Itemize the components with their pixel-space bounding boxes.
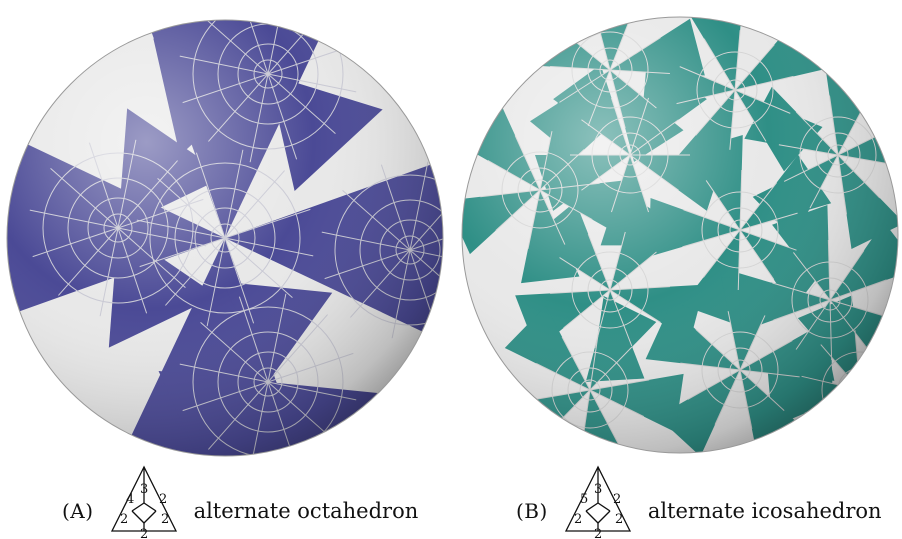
figure-tag-a: (A)	[62, 499, 94, 523]
orbifold-label: 3	[594, 482, 602, 497]
figure-label-b: alternate icosahedron	[647, 499, 882, 523]
grid-spoke	[859, 389, 898, 405]
grid-spoke	[828, 389, 861, 442]
orbifold-diagram-b: 5 3 2 2 2 2	[564, 465, 631, 539]
grid-spoke	[859, 389, 898, 436]
figure-scene	[6, 16, 899, 457]
figure-tag-b: (B)	[516, 499, 548, 523]
grid-spoke	[859, 366, 898, 391]
tile-sector	[860, 390, 898, 453]
caption-b: (B) 5 3 2 2 2 2 alternate icosahedron	[516, 465, 882, 539]
orbifold-label: 2	[120, 512, 128, 527]
orbifold-label: 2	[594, 527, 602, 539]
orbifold-diagram-a: 4 3 2 2 2 2	[110, 465, 177, 539]
tile-sector	[810, 390, 868, 453]
orbifold-label: 4	[126, 492, 134, 507]
caption-a: (A) 4 3 2 2 2 2 alternate octahedron	[62, 465, 419, 539]
orbifold-label: 2	[615, 512, 623, 527]
sphere-icosahedron	[461, 16, 899, 454]
orbifold-label: 3	[140, 482, 148, 497]
orbifold-label: 5	[580, 492, 588, 507]
grid-ring	[849, 379, 871, 401]
sphere-octahedron	[6, 19, 444, 457]
orbifold-label: 2	[159, 492, 167, 507]
orbifold-label: 2	[574, 512, 582, 527]
orbifold-label: 2	[161, 512, 169, 527]
orbifold-label: 2	[140, 527, 148, 539]
figure-label-a: alternate octahedron	[193, 499, 419, 523]
orbifold-label: 2	[613, 492, 621, 507]
grid-spoke	[859, 389, 866, 450]
